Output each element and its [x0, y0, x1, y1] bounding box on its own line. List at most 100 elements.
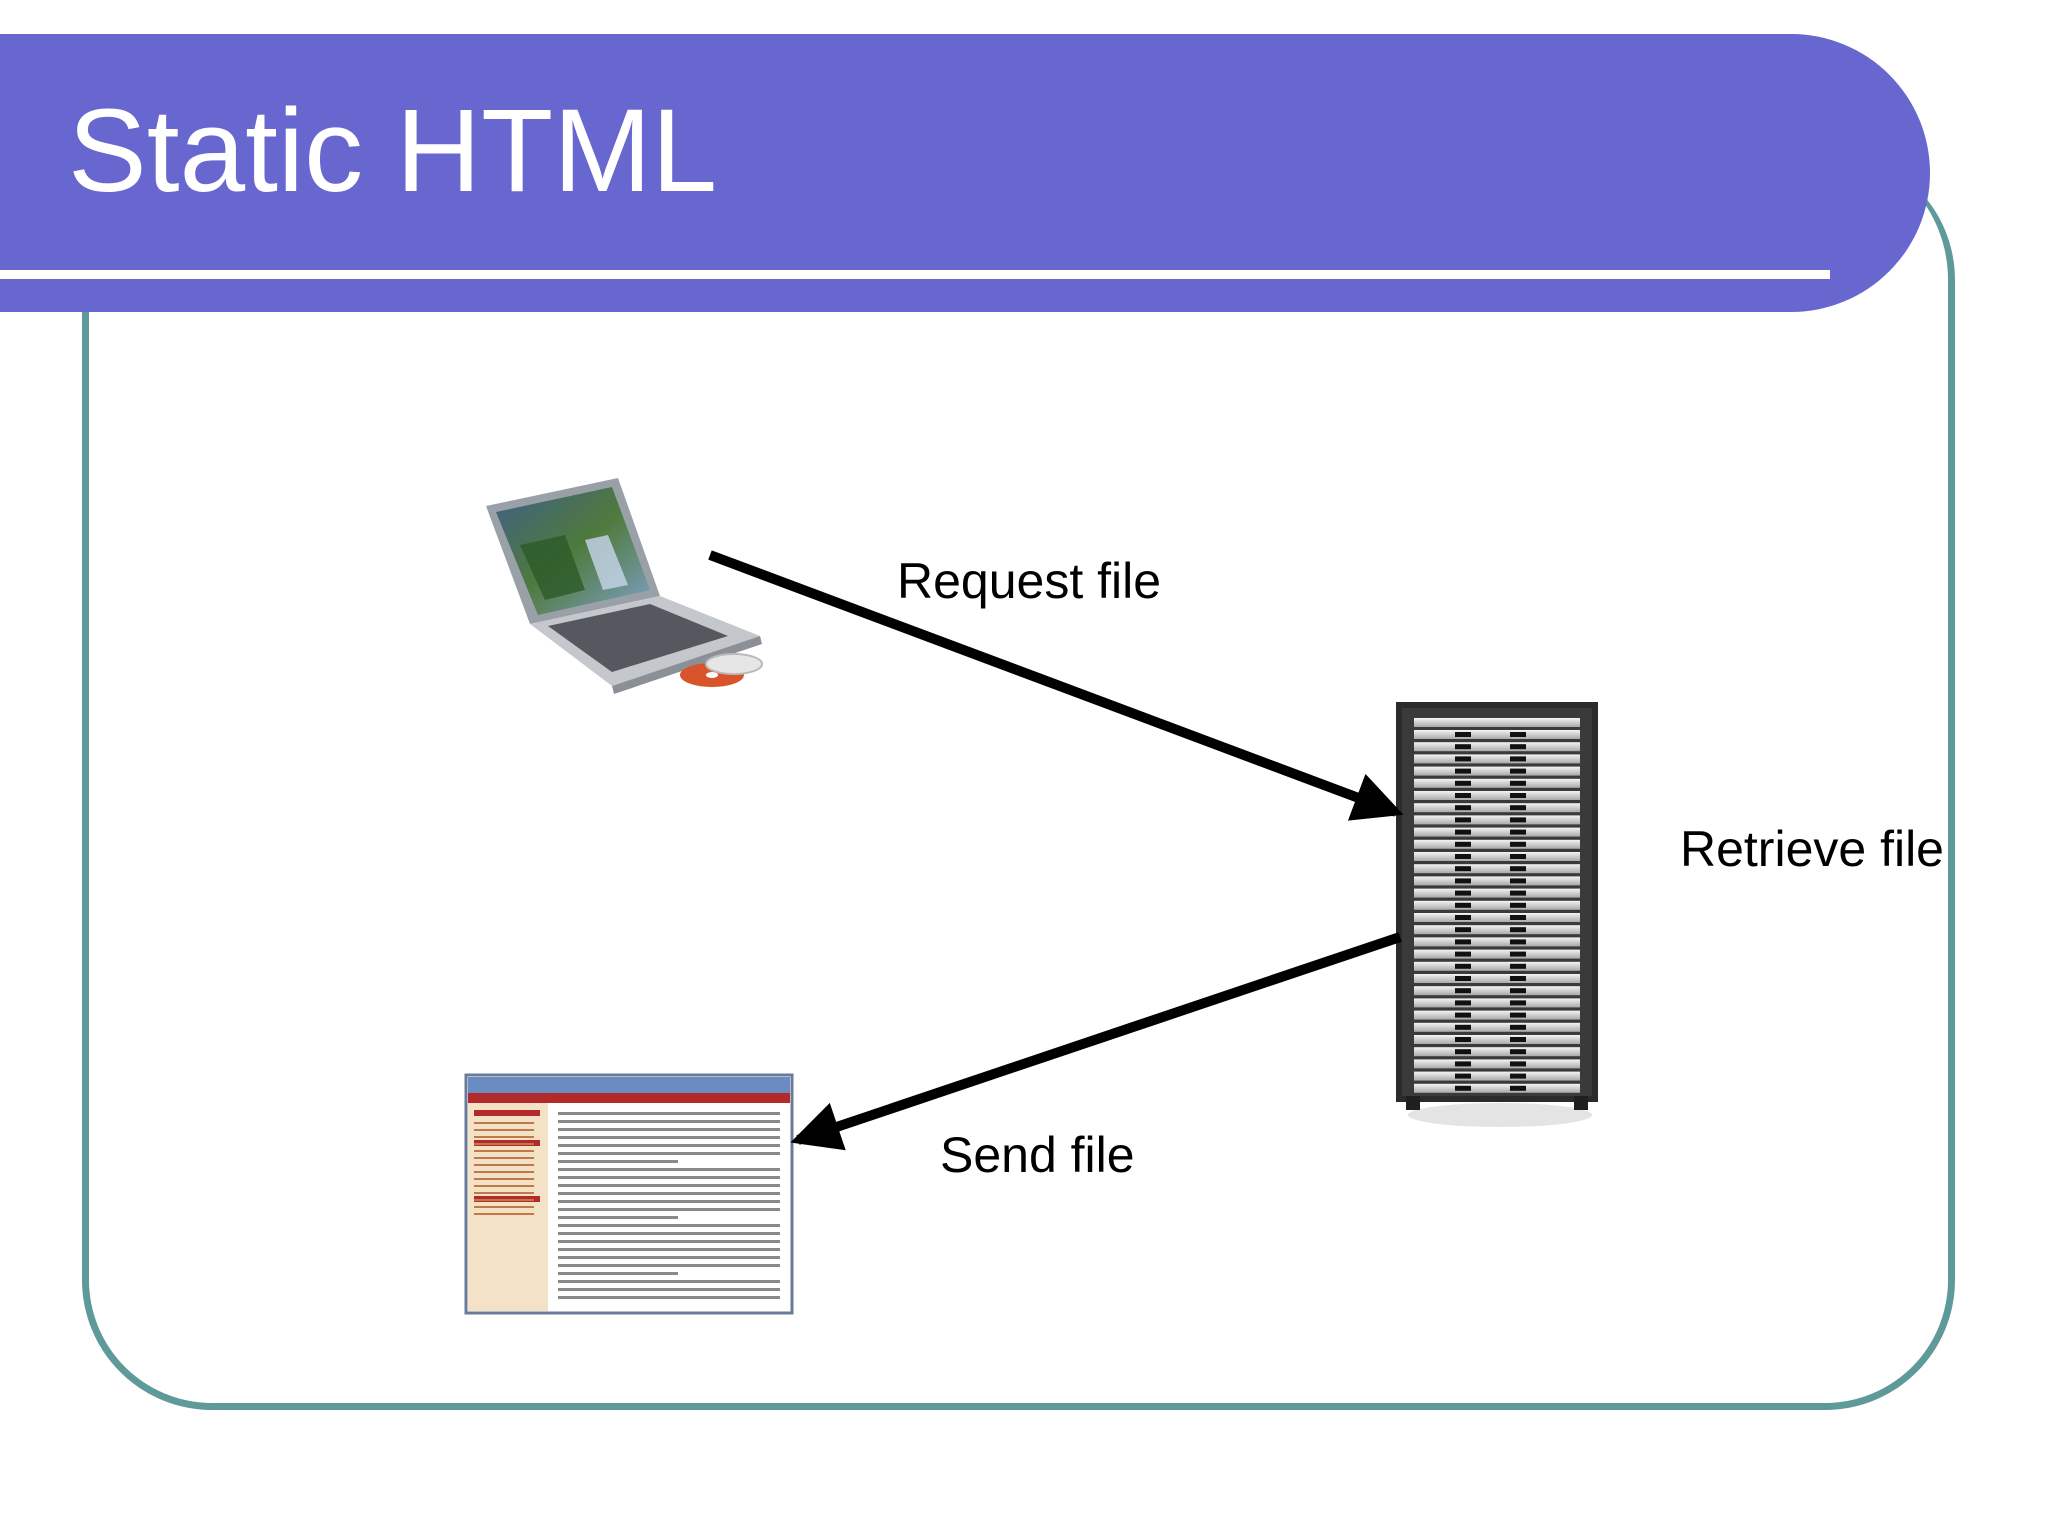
server-blade-slot [1455, 1024, 1471, 1030]
server-blade-slot [1510, 768, 1526, 774]
server-blade-slot [1455, 951, 1471, 957]
server-blade-slot [1510, 817, 1526, 823]
server-blade-slot [1510, 1024, 1526, 1030]
server-blade [1414, 974, 1580, 983]
browser-text-line [558, 1256, 780, 1259]
label-request-file: Request file [897, 553, 1162, 609]
server-blade-slot [1510, 890, 1526, 896]
server-blade-slot [1455, 1061, 1471, 1067]
server-blade [1414, 900, 1580, 910]
browser-text-line [558, 1240, 780, 1243]
label-send-file: Send file [940, 1127, 1135, 1183]
browser-text-line [558, 1232, 780, 1235]
server-blade [1414, 998, 1580, 1008]
browser-text-line [558, 1248, 780, 1251]
browser-text-line [558, 1160, 678, 1163]
server-blade [1414, 1059, 1580, 1069]
server-blade-slot [1455, 854, 1471, 859]
server-blade [1414, 925, 1580, 935]
browser-sidebar-line [474, 1150, 534, 1152]
server-blade-slot [1455, 793, 1471, 798]
browser-text-line [558, 1184, 780, 1187]
server-blade-slot [1455, 963, 1471, 969]
server-blade [1414, 815, 1580, 825]
server-blade-slot [1455, 841, 1471, 847]
server-rack-icon [1396, 702, 1598, 1127]
server-blade-slot [1510, 866, 1526, 872]
server-blade-slot [1455, 1085, 1471, 1091]
server-blade-slot [1455, 1000, 1471, 1006]
server-blade-slot [1510, 878, 1526, 884]
server-blade-slot [1455, 1037, 1471, 1042]
server-blade-slot [1510, 1061, 1526, 1067]
server-blade-slot [1510, 805, 1526, 811]
browser-text-line [558, 1136, 780, 1139]
server-blade [1414, 827, 1580, 837]
browser-sidebar-line [474, 1129, 534, 1131]
arrow-request [708, 550, 1404, 821]
server-blade-slot [1510, 1085, 1526, 1091]
browser-sidebar-line [474, 1206, 534, 1208]
browser-sidebar-line [474, 1143, 534, 1145]
server-blade [1414, 742, 1580, 752]
server-blade-slot [1510, 841, 1526, 847]
browser-sidebar-line [474, 1157, 534, 1159]
title-rule [0, 270, 1830, 279]
server-blade-slot [1455, 1012, 1471, 1018]
server-blade-slot [1510, 976, 1526, 981]
server-blade [1414, 766, 1580, 776]
browser-sidebar-line [474, 1178, 534, 1180]
browser-sidebar-line [474, 1164, 534, 1166]
server-blade-slot [1510, 732, 1526, 737]
server-blade [1414, 876, 1580, 886]
browser-window-icon [464, 1073, 794, 1315]
browser-sidebar-line [474, 1213, 534, 1215]
laptop-icon [486, 478, 763, 694]
browser-text-line [558, 1112, 780, 1115]
browser-text-line [558, 1168, 780, 1171]
server-blade-slot [1510, 1000, 1526, 1006]
server-blade-slot [1510, 793, 1526, 798]
server-blade-slot [1510, 1073, 1526, 1079]
server-blade [1414, 1022, 1580, 1032]
server-blade-slot [1455, 756, 1471, 762]
server-blade-slot [1510, 939, 1526, 945]
server-blade-slot [1455, 780, 1471, 786]
server-blade-slot [1455, 744, 1471, 750]
label-retrieve-file: Retrieve file [1680, 821, 1944, 877]
server-blade-slot [1510, 756, 1526, 762]
server-blade-slot [1510, 744, 1526, 750]
browser-sidebar-line [474, 1192, 534, 1194]
server-blade [1414, 913, 1580, 922]
browser-text-line [558, 1152, 780, 1155]
browser-text-line [558, 1176, 780, 1179]
server-blade-slot [1510, 915, 1526, 920]
arrow-send [790, 932, 1402, 1151]
server-blade-slot [1455, 1049, 1471, 1055]
server-blade [1414, 730, 1580, 739]
server-blade-slot [1510, 988, 1526, 994]
server-blade-slot [1455, 829, 1471, 835]
browser-text-line [558, 1192, 780, 1195]
server-blade [1414, 852, 1580, 861]
browser-text-line [558, 1216, 678, 1219]
server-blade [1414, 1047, 1580, 1057]
server-blade-slot [1510, 902, 1526, 908]
server-blade [1414, 778, 1580, 788]
server-blade [1414, 1035, 1580, 1044]
server-blade-slot [1455, 866, 1471, 872]
server-blade-slot [1510, 780, 1526, 786]
browser-text-line [558, 1280, 780, 1283]
browser-text-line [558, 1144, 780, 1147]
browser-sidebar-line [474, 1122, 534, 1124]
server-blade [1414, 803, 1580, 813]
server-blade [1414, 986, 1580, 996]
server-blade-slot [1510, 951, 1526, 957]
server-blade [1414, 1071, 1580, 1081]
server-blade [1414, 1083, 1580, 1093]
server-blade-slot [1455, 1073, 1471, 1079]
server-blade-slot [1510, 927, 1526, 933]
browser-text-line [558, 1224, 780, 1227]
browser-text-line [558, 1200, 780, 1203]
